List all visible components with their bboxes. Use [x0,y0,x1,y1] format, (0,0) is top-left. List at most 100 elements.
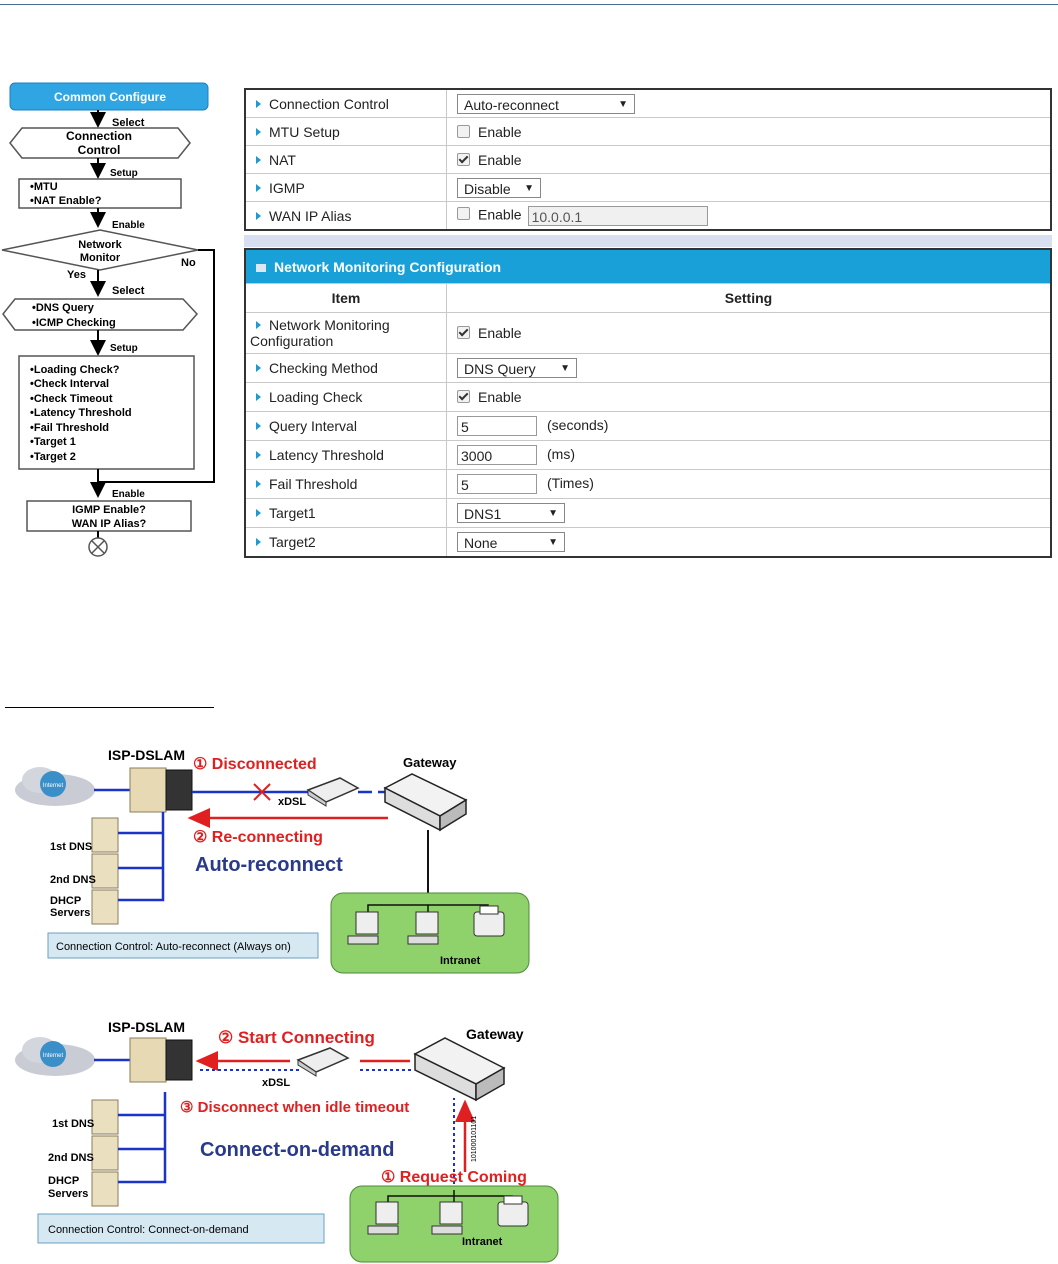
mode-label: Connect-on-demand [200,1139,394,1161]
internet-cloud-icon: Internet [15,767,95,806]
row-setting: None▼ [446,527,1052,558]
row-label: MTU Setup [244,117,447,146]
connect-on-demand-diagram: Internet ISP-DSLAM ② Start Connecting xD… [15,1019,559,1263]
row-setting: Auto-reconnect▼ [446,88,1052,118]
checkbox-label: Enable [478,151,522,168]
dhcp-label: Servers [50,907,90,919]
edge-label-enable: Enable [112,220,145,231]
target2-select[interactable]: None▼ [457,532,565,552]
column-header: Item [244,283,447,313]
node-text: •NAT Enable? [30,195,102,207]
server-stack-icon [91,817,119,925]
edge-label-setup: Setup [110,168,138,179]
section-header: Network Monitoring Configuration [244,248,1052,284]
gateway-label: Gateway [466,1026,524,1042]
igmp-select[interactable]: Disable▼ [457,177,541,198]
intranet-label: Intranet [440,955,481,967]
row-label: Connection Control [244,88,447,118]
table-row: Latency Threshold 3000(ms) [244,440,1052,470]
step-disconnect-idle: ③ Disconnect when idle timeout [180,1099,409,1116]
row-label: IGMP [244,173,447,202]
header-rule [0,4,1058,5]
row-setting: 5(seconds) [446,411,1052,441]
row-setting: DNS Query▼ [446,353,1052,383]
node-text: •Loading Check? [30,364,120,376]
edge-label-enable: Enable [112,489,145,500]
network-monitoring-table: Network Monitoring Configuration Item Se… [244,248,1052,558]
row-setting: DNS1▼ [446,498,1052,528]
loading-check-checkbox[interactable] [457,390,470,403]
caption-text: Connection Control: Connect-on-demand [48,1224,249,1236]
latency-threshold-input[interactable]: 3000 [457,445,537,465]
node-text: •Check Interval [30,378,109,390]
node-text: •ICMP Checking [32,317,116,329]
table-row: Loading Check Enable [244,382,1052,412]
target1-select[interactable]: DNS1▼ [457,503,565,523]
checkbox-label: Enable [478,206,522,223]
network-monitoring-enable-checkbox[interactable] [457,326,470,339]
node-text: •Check Timeout [30,393,113,405]
row-setting: Enable [446,117,1052,146]
step-disconnected: ① Disconnected [193,756,317,773]
row-label: Query Interval [244,411,447,441]
start-label: Common Configure [54,90,166,104]
mode-label: Auto-reconnect [195,854,343,876]
isp-dslam-icon [129,767,193,813]
collapse-icon[interactable] [256,263,266,272]
row-setting: Enable 10.0.0.1 [446,201,1052,231]
end-node [88,537,108,557]
pc-icon [407,911,439,945]
node-text: Control [78,143,121,157]
dhcp-label: Servers [48,1188,88,1200]
caption-box [47,932,319,959]
table-row: Target2 None▼ [244,527,1052,558]
network-monitor-decision [1,229,199,271]
intranet-label: Intranet [462,1236,503,1248]
wan-ip-alias-checkbox[interactable] [457,207,470,221]
table-row: MTU Setup Enable [244,117,1052,146]
mtu-enable-checkbox[interactable] [457,124,470,138]
isp-label: ISP-DSLAM [108,747,185,763]
row-label: Target1 [244,498,447,528]
check-settings-box [18,355,195,470]
dns-query-node [2,298,199,331]
gateway-icon [413,1037,506,1102]
wan-ip-alias-input[interactable]: 10.0.0.1 [527,205,708,226]
query-interval-input[interactable]: 5 [457,416,537,436]
dhcp-label: DHCP [50,895,81,907]
modem-icon [296,1047,350,1077]
checkbox-label: Enable [478,325,522,341]
node-text: •MTU [30,181,58,193]
edge-label-select: Select [112,117,145,129]
fail-threshold-input[interactable]: 5 [457,474,537,494]
modem-icon [306,777,360,807]
table-row: Query Interval 5(seconds) [244,411,1052,441]
table-row: IGMP Disable▼ [244,173,1052,202]
checking-method-select[interactable]: DNS Query▼ [457,358,577,378]
table-row: Fail Threshold 5(Times) [244,469,1052,499]
svg-text:Internet: Internet [43,1053,64,1059]
checkbox-label: Enable [478,389,522,405]
section-rule [5,707,214,708]
xdsl-label: xDSL [278,796,306,808]
node-text: Network [78,239,122,251]
svg-text:Internet: Internet [43,783,64,789]
server-stack-icon [91,1099,119,1207]
igmp-box [26,500,192,532]
nat-enable-checkbox[interactable] [457,152,470,166]
node-text: •Latency Threshold [30,407,132,419]
dns2-label: 2nd DNS [48,1152,94,1164]
table-row: Checking Method DNS Query▼ [244,353,1052,383]
step-start-connecting: ② Start Connecting [218,1028,375,1047]
node-text: IGMP Enable? [72,504,146,516]
node-text: WAN IP Alias? [72,518,147,530]
internet-cloud-icon: Internet [15,1037,95,1076]
dhcp-label: DHCP [48,1175,79,1187]
node-text: •Target 2 [30,451,76,463]
printer-icon [497,1195,529,1227]
isp-dslam-icon [129,1037,193,1083]
connection-control-select[interactable]: Auto-reconnect▼ [457,93,635,114]
row-label: Fail Threshold [244,469,447,499]
